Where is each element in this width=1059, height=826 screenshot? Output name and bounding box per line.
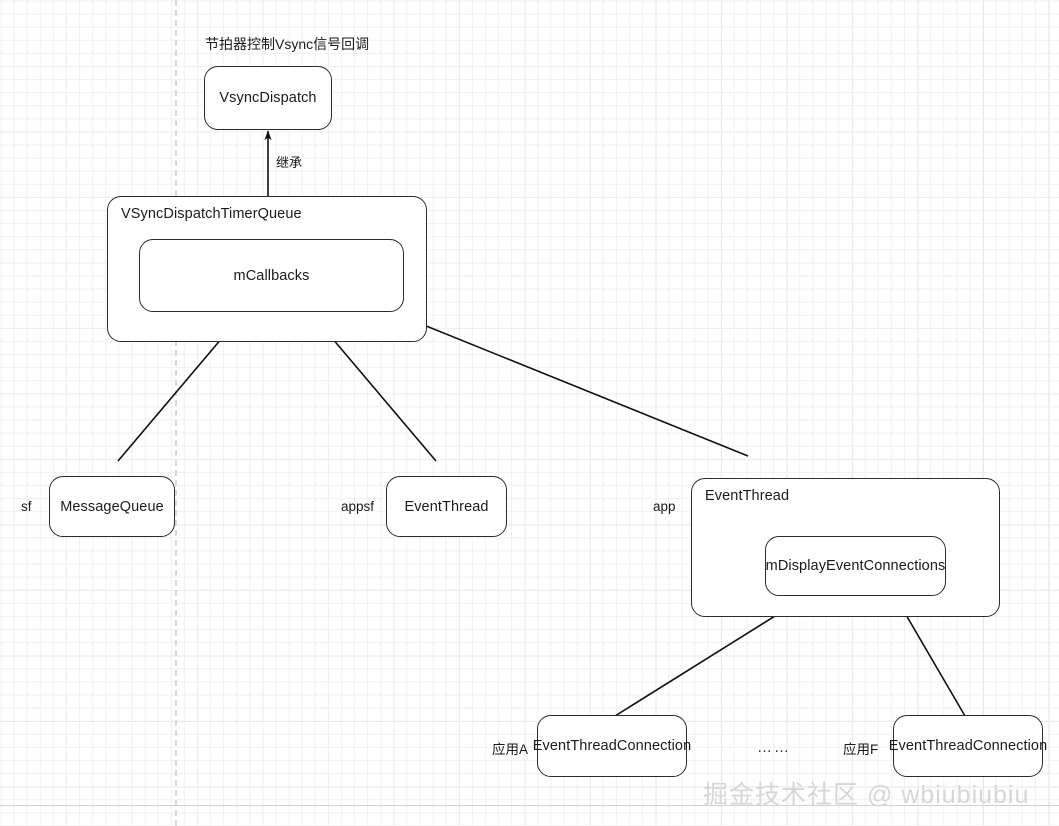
node-event-thread-connection-a[interactable]: EventThreadConnection bbox=[533, 715, 691, 777]
node-event-thread-app-label: EventThread bbox=[705, 488, 790, 504]
side-label-app-f: 应用F bbox=[843, 742, 879, 757]
node-vsync-dispatch[interactable]: VsyncDispatch bbox=[204, 66, 332, 130]
side-label-app-a: 应用A bbox=[492, 742, 529, 757]
ellipsis-indicator: …… bbox=[757, 739, 791, 756]
edge-app-eventthread-to-mcallbacks bbox=[403, 316, 749, 457]
side-label-sf: sf bbox=[21, 499, 32, 514]
side-label-appsf: appsf bbox=[341, 499, 375, 514]
node-vsync-dispatch-timer-queue-label: VSyncDispatchTimerQueue bbox=[121, 206, 302, 222]
node-message-queue-label: MessageQueue bbox=[60, 498, 164, 515]
node-event-thread-connection-f[interactable]: EventThreadConnection bbox=[889, 715, 1047, 777]
node-m-display-event-connections[interactable]: mDisplayEventConnections bbox=[765, 536, 946, 596]
node-m-callbacks-label: mCallbacks bbox=[233, 267, 310, 284]
node-vsync-dispatch-label: VsyncDispatch bbox=[219, 90, 317, 106]
node-event-thread-connection-f-label: EventThreadConnection bbox=[888, 738, 1048, 754]
diagram-title: 节拍器控制Vsync信号回调 bbox=[205, 36, 370, 52]
node-event-thread-appsf[interactable]: EventThread bbox=[386, 476, 507, 537]
node-event-thread-connection-a-label: EventThreadConnection bbox=[532, 738, 692, 754]
node-m-display-event-connections-label: mDisplayEventConnections bbox=[765, 558, 946, 574]
edge-label-inherit: 继承 bbox=[276, 155, 303, 170]
node-event-thread-appsf-label: EventThread bbox=[404, 498, 489, 515]
page-boundary-horizontal-guide bbox=[0, 805, 1059, 806]
node-message-queue[interactable]: MessageQueue bbox=[49, 476, 175, 537]
page-boundary-vertical-guide bbox=[175, 0, 177, 826]
node-m-callbacks[interactable]: mCallbacks bbox=[139, 239, 404, 312]
side-label-app: app bbox=[653, 499, 676, 514]
